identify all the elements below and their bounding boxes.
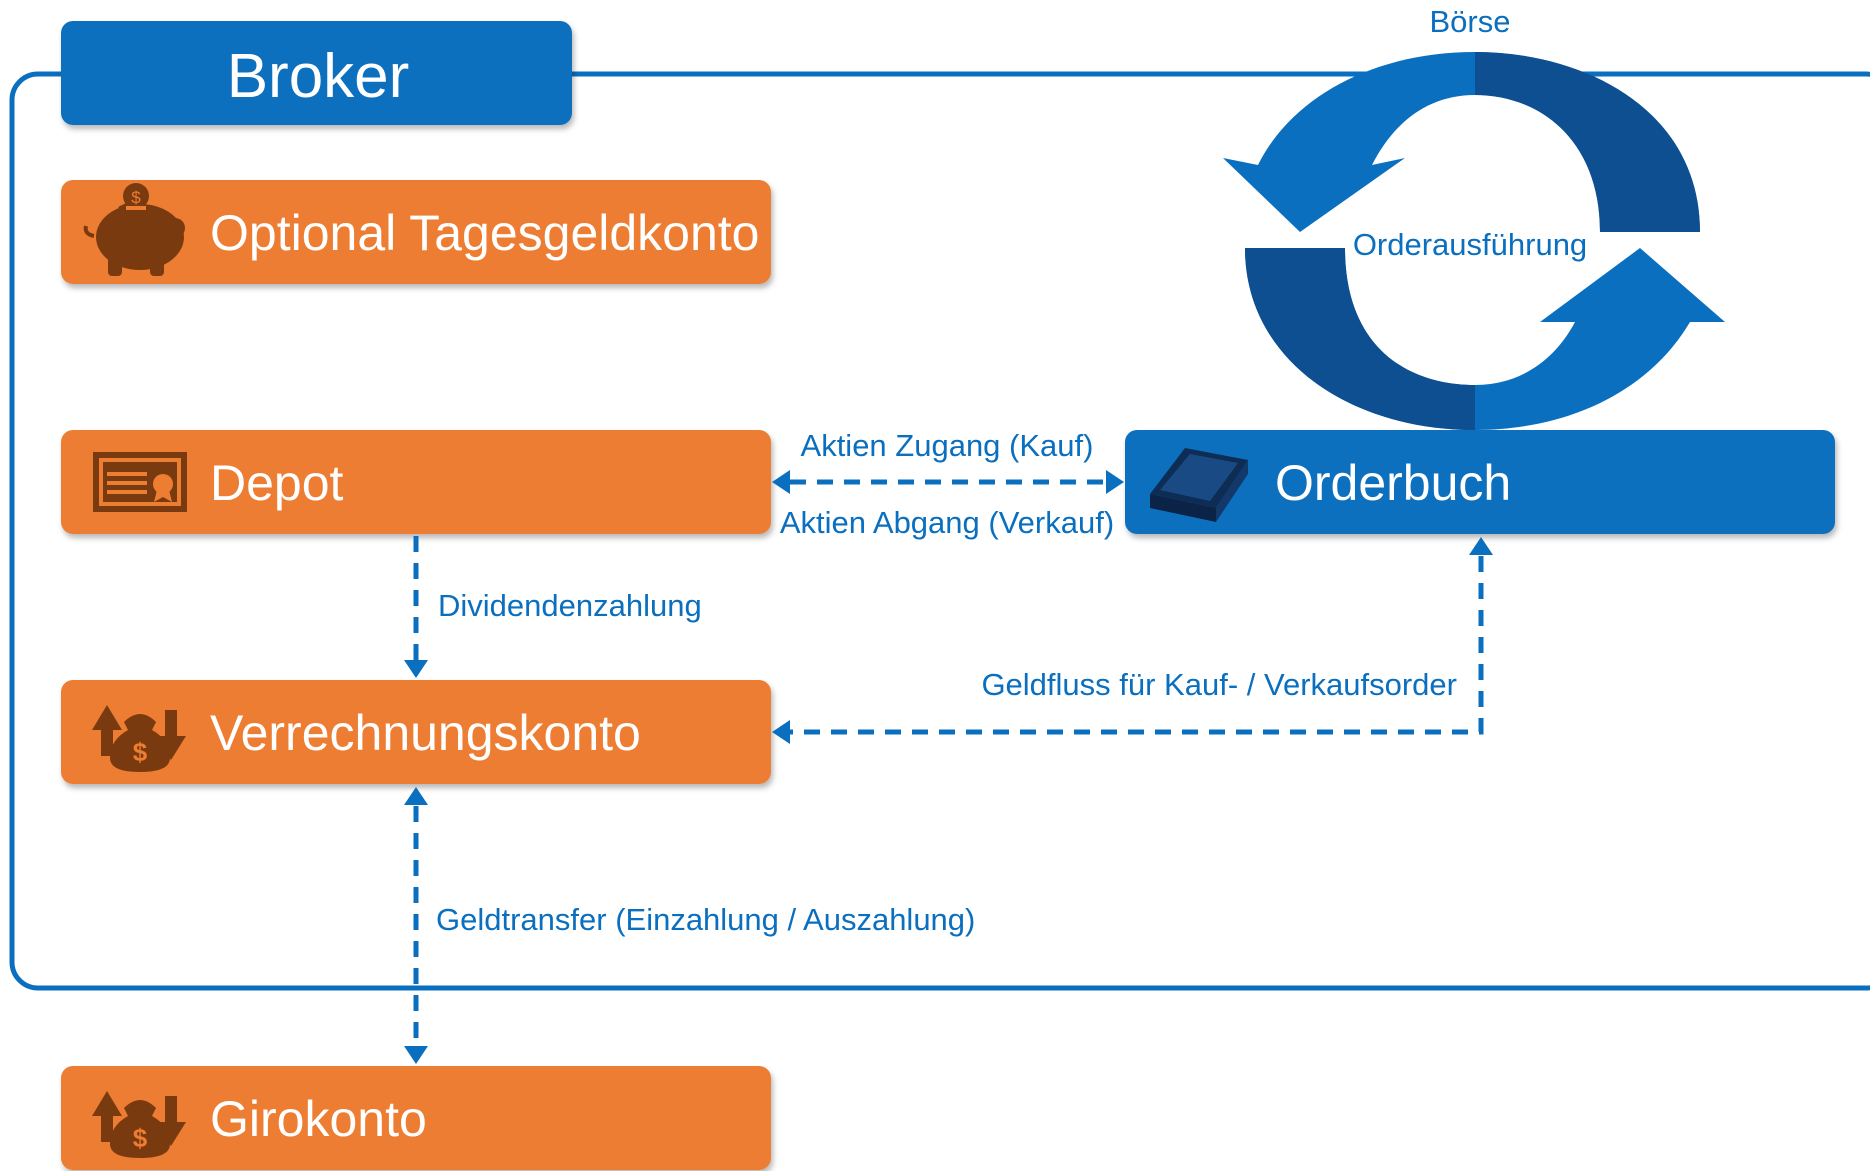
boerse-cycle: Börse Orderausführung bbox=[1223, 4, 1725, 430]
orderausfuehrung-label: Orderausführung bbox=[1353, 227, 1587, 262]
money-bag-transfer-icon: $ bbox=[92, 1091, 186, 1158]
geldfluss-connector bbox=[772, 537, 1493, 744]
orderbuch-box: Orderbuch bbox=[1125, 430, 1835, 534]
svg-text:$: $ bbox=[133, 1123, 148, 1153]
depot-box: Depot bbox=[61, 430, 771, 534]
dividende-label: Dividendenzahlung bbox=[438, 588, 702, 623]
money-bag-transfer-icon: $ bbox=[92, 705, 186, 772]
aktien-abgang-label: Aktien Abgang (Verkauf) bbox=[780, 505, 1114, 540]
giro-label: Girokonto bbox=[210, 1091, 427, 1147]
piggy-bank-icon: $ bbox=[83, 183, 185, 276]
depot-label: Depot bbox=[210, 455, 344, 511]
tagesgeld-label: Optional Tagesgeldkonto bbox=[210, 205, 760, 261]
aktien-zugang-label: Aktien Zugang (Kauf) bbox=[801, 428, 1094, 463]
boerse-title: Börse bbox=[1430, 4, 1511, 39]
cycle-arrows-icon bbox=[1223, 52, 1725, 430]
dividende-connector bbox=[404, 536, 428, 678]
broker-header bbox=[61, 21, 572, 125]
verrechnung-label: Verrechnungskonto bbox=[210, 705, 641, 761]
certificate-icon bbox=[93, 452, 187, 512]
orderbuch-label: Orderbuch bbox=[1275, 455, 1511, 511]
geldtransfer-connector bbox=[404, 787, 428, 1064]
aktien-connector bbox=[772, 470, 1124, 494]
broker-title: Broker bbox=[227, 42, 410, 111]
broker-container bbox=[9, 71, 1870, 991]
svg-text:$: $ bbox=[133, 737, 148, 767]
book-icon bbox=[1150, 448, 1248, 522]
giro-box: $ Girokonto bbox=[61, 1066, 771, 1170]
svg-text:$: $ bbox=[131, 188, 141, 207]
geldtransfer-label: Geldtransfer (Einzahlung / Auszahlung) bbox=[436, 902, 975, 937]
verrechnung-box: $ Verrechnungskonto bbox=[61, 680, 771, 784]
geldfluss-label: Geldfluss für Kauf- / Verkaufsorder bbox=[981, 667, 1457, 702]
tagesgeld-box: $ Optional Tagesgeldkonto bbox=[61, 180, 771, 284]
